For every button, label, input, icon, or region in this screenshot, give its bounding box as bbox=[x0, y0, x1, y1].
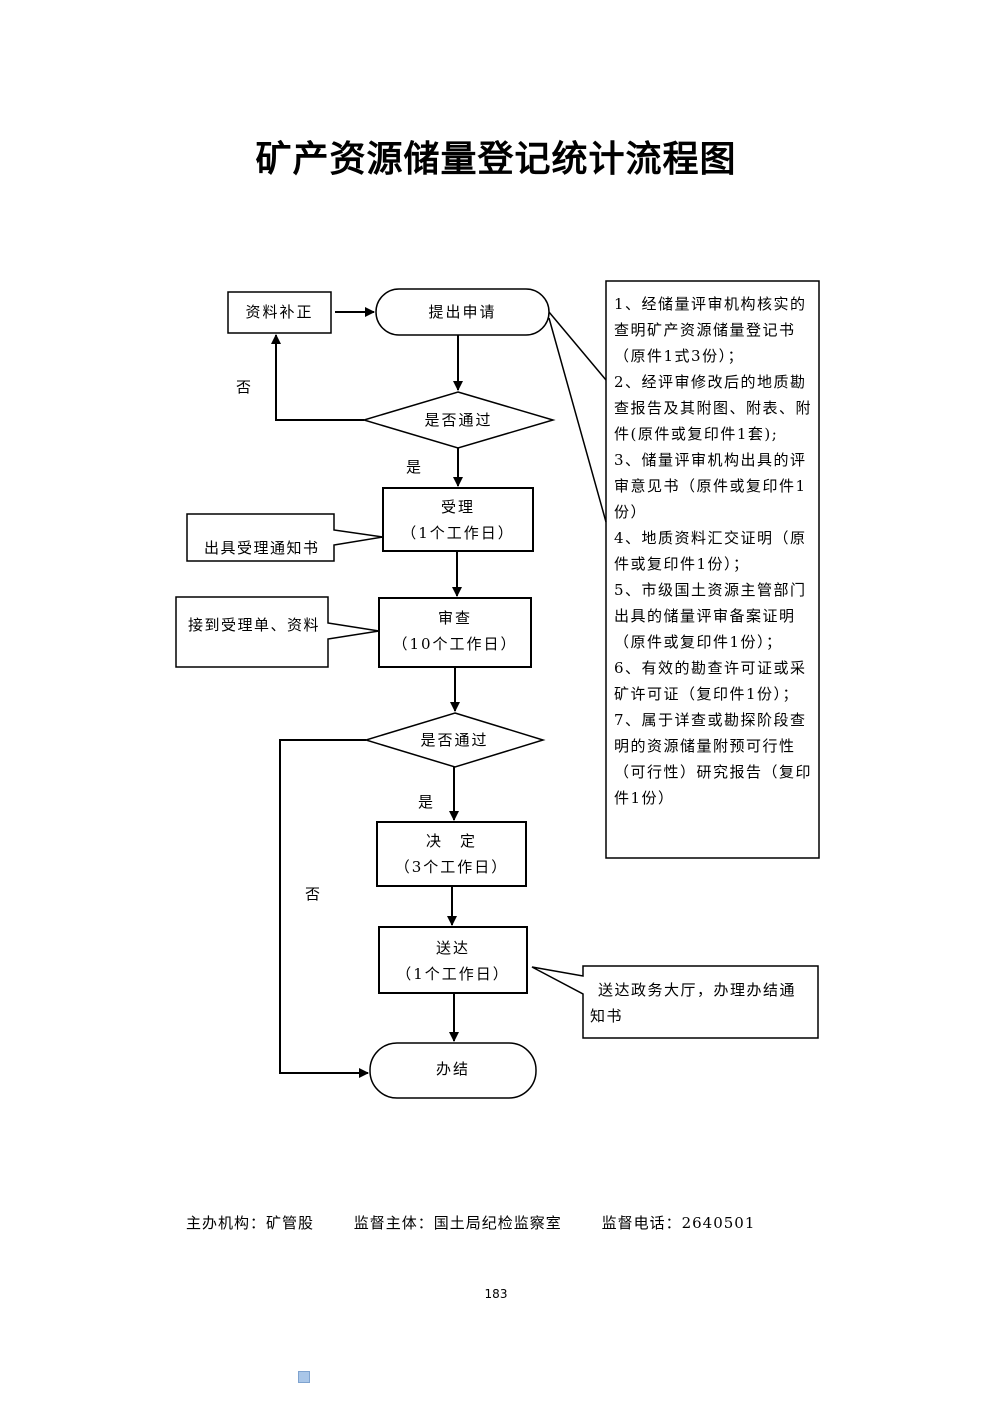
requirements-box bbox=[605, 280, 820, 859]
deliver-box bbox=[378, 926, 528, 994]
requirement-item: 1、经储量评审机构核实的查明矿产资源储量登记书（原件1式3份）； bbox=[614, 295, 807, 365]
decision2-label: 是否通过 bbox=[420, 731, 489, 749]
decide-box bbox=[376, 821, 527, 887]
done-terminal bbox=[369, 1042, 537, 1099]
decide-title: 决 定 bbox=[425, 832, 477, 850]
page-number: 183 bbox=[484, 1287, 508, 1301]
supplement-label: 资料补正 bbox=[245, 303, 314, 321]
review-title: 审查 bbox=[437, 609, 472, 627]
yes-label-1: 是 bbox=[406, 458, 423, 476]
footer-organizer: 主办机构：矿管股 bbox=[186, 1214, 315, 1232]
requirement-item: 5、市级国土资源主管部门出具的储量评审备案证明（原件或复印件1份）； bbox=[614, 581, 807, 651]
no-label-2: 否 bbox=[305, 885, 322, 903]
accept-title: 受理 bbox=[440, 498, 475, 516]
decide-time: （3个工作日） bbox=[394, 858, 509, 876]
yes-label-2: 是 bbox=[418, 793, 435, 811]
review-input-text: 接到受理单、资料 bbox=[188, 616, 321, 634]
decision1-label: 是否通过 bbox=[424, 411, 493, 429]
requirements-list: 1、经储量评审机构核实的查明矿产资源储量登记书（原件1式3份）； 2、经评审修改… bbox=[614, 291, 814, 811]
supplement-box bbox=[227, 291, 332, 334]
no-label-1: 否 bbox=[236, 378, 253, 396]
review-box bbox=[378, 597, 532, 668]
requirement-item: 4、地质资料汇交证明（原件或复印件1份）； bbox=[614, 529, 807, 573]
requirement-item: 7、属于详查或勘探阶段查明的资源储量附预可行性（可行性）研究报告（复印件1份） bbox=[614, 711, 813, 807]
deliver-note-callout bbox=[531, 965, 819, 1039]
deliver-title: 送达 bbox=[435, 939, 470, 957]
review-time: （10个工作日） bbox=[392, 635, 518, 653]
review-input-callout bbox=[175, 596, 380, 668]
requirement-item: 6、有效的勘查许可证或采矿许可证（复印件1份）； bbox=[614, 659, 807, 703]
page-marker-icon bbox=[298, 1371, 310, 1383]
accept-notice-text: 出具受理通知书 bbox=[204, 539, 320, 557]
footer-supervisor: 监督主体：国土局纪检监察室 bbox=[353, 1214, 562, 1232]
submit-label: 提出申请 bbox=[428, 303, 497, 321]
requirements-pointer bbox=[548, 311, 607, 523]
footer-phone: 监督电话：2640501 bbox=[601, 1214, 756, 1232]
accept-time: （1个工作日） bbox=[401, 524, 515, 542]
requirement-item: 2、经评审修改后的地质勘查报告及其附图、附表、附件(原件或复印件1套); bbox=[614, 373, 813, 443]
footer: 主办机构：矿管股 监督主体：国土局纪检监察室 监督电话：2640501 bbox=[186, 1212, 789, 1233]
requirement-item: 3、储量评审机构出具的评审意见书（原件或复印件1份） bbox=[614, 451, 807, 521]
deliver-time: （1个工作日） bbox=[396, 965, 510, 983]
deliver-note-text: 送达政务大厅，办理办结通知书 bbox=[590, 981, 797, 1025]
page-title: 矿产资源储量登记统计流程图 bbox=[255, 138, 737, 180]
accept-notice-callout bbox=[186, 513, 384, 562]
done-label: 办结 bbox=[435, 1060, 470, 1078]
